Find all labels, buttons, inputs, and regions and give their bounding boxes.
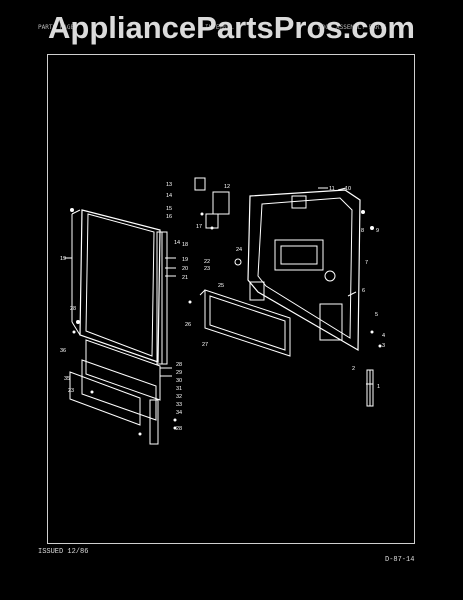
callout-labels: 1 2 3 4 5 6 7 8 9 10 11 12 13 14 14 15 1…	[60, 182, 385, 432]
callout-21: 21	[182, 275, 188, 281]
door-handle	[366, 369, 374, 407]
callout-23b: 23	[68, 388, 74, 394]
watermark: AppliancePartsPros.com	[48, 10, 415, 45]
callout-18: 18	[182, 242, 188, 248]
callout-30: 30	[176, 378, 182, 384]
header-left: PARTS PAGE	[38, 24, 75, 31]
callout-28b: 28	[176, 362, 182, 368]
callout-33: 33	[176, 402, 182, 408]
callout-36: 36	[60, 348, 66, 354]
callout-26: 26	[185, 322, 191, 328]
issued-date: ISSUED 12/86	[38, 548, 89, 556]
fasteners	[70, 208, 382, 436]
callout-1: 1	[377, 384, 380, 390]
callout-24: 24	[236, 247, 242, 253]
callout-11: 11	[329, 186, 335, 192]
callout-8: 8	[361, 228, 364, 234]
callout-5: 5	[375, 312, 378, 318]
callout-23a: 23	[204, 266, 210, 272]
callout-17: 17	[196, 224, 202, 230]
door-panel	[71, 209, 168, 365]
callout-10: 10	[345, 186, 351, 192]
callout-14a: 14	[166, 193, 172, 199]
callout-32: 32	[176, 394, 182, 400]
callout-28c: 28	[176, 426, 182, 432]
callout-29: 29	[176, 370, 182, 376]
callout-14b: 14	[174, 240, 180, 246]
callout-7: 7	[365, 260, 368, 266]
callout-13: 13	[166, 182, 172, 188]
latch-assembly	[234, 258, 265, 301]
callout-12: 12	[224, 184, 230, 190]
callout-15: 15	[166, 206, 172, 212]
callout-16: 16	[166, 214, 172, 220]
callout-28a: 28	[70, 306, 76, 312]
header-center: INTERNAL	[205, 24, 234, 31]
callout-9: 9	[376, 228, 379, 234]
callout-31: 31	[176, 386, 182, 392]
callout-2: 2	[352, 366, 355, 372]
callout-34: 34	[176, 410, 182, 416]
header-right: DOOR ASSEMBLY PARTS	[318, 24, 387, 31]
inner-door-liner	[247, 189, 361, 352]
callout-19a: 19	[60, 256, 66, 262]
page-code: D-87-14	[385, 556, 415, 564]
callout-35: 35	[64, 376, 70, 382]
callout-22: 22	[204, 259, 210, 265]
callout-19b: 19	[182, 257, 188, 263]
callout-20: 20	[182, 266, 188, 272]
callout-6: 6	[362, 288, 365, 294]
kick-panel	[199, 289, 291, 357]
lower-panels	[69, 339, 161, 445]
callout-25: 25	[218, 283, 224, 289]
callout-3: 3	[382, 343, 385, 349]
callout-27: 27	[202, 342, 208, 348]
diagram-frame	[47, 54, 415, 544]
callout-4: 4	[382, 333, 385, 339]
